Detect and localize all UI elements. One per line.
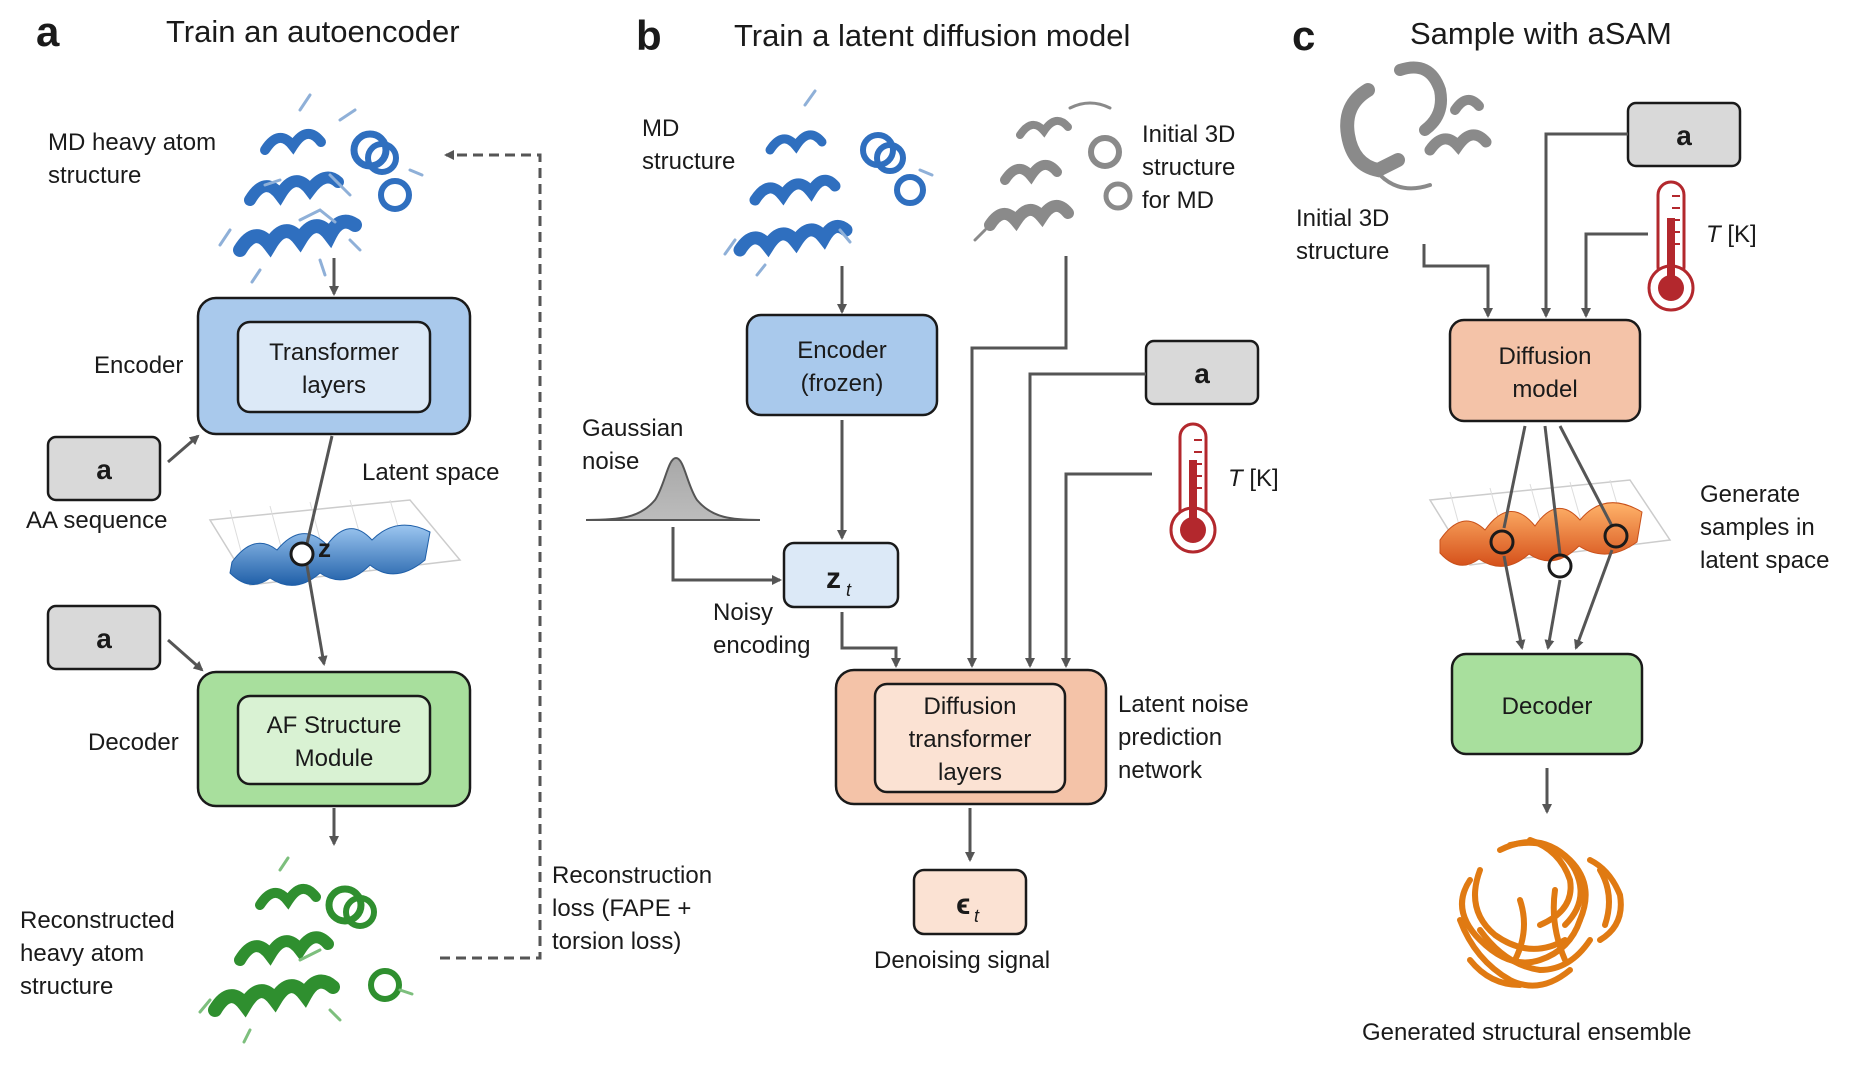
ensemble-label: Generated structural ensemble: [1362, 1019, 1692, 1046]
initial-structure-label-2: structure: [1142, 154, 1235, 181]
decoder-label: Decoder: [88, 729, 179, 756]
md-label-2: structure: [642, 148, 735, 175]
diffusion-model-label-2: model: [1512, 376, 1577, 403]
generated-ensemble-orange-image: [1457, 837, 1624, 989]
sequence-box-b-label: a: [1194, 358, 1210, 389]
decoder-sequence-box: [46, 604, 162, 671]
initial-structure-gray-image-c: [1340, 61, 1492, 191]
initial-structure-gray-image-b: [973, 101, 1133, 242]
panel-b-letter: b: [636, 12, 662, 59]
generate-label-2: samples in: [1700, 514, 1815, 541]
encoder-inner-label-1: Transformer: [269, 339, 399, 366]
noisy-latent-subscript: t: [846, 580, 852, 600]
noisy-encoding-label-2: encoding: [713, 632, 810, 659]
frozen-encoder-box: [745, 313, 939, 417]
denoising-signal-label: Denoising signal: [874, 947, 1050, 974]
reconstructed-protein-green-image: [198, 856, 414, 1044]
panel-a: a Train an autoencoder MD heavy atom str…: [20, 8, 712, 1044]
reconstructed-label-2: heavy atom: [20, 940, 144, 967]
gaussian-noise-curve: [585, 456, 761, 521]
initial-structure-c-label-1: Initial 3D: [1296, 205, 1389, 232]
temperature-label-b: T [K]: [1228, 465, 1279, 492]
md-structure-label-2: structure: [48, 162, 141, 189]
latent-sample-3: [1603, 523, 1629, 549]
encoder-label: Encoder: [94, 352, 183, 379]
loss-label-1: Reconstruction: [552, 862, 712, 889]
panel-b-title: Train a latent diffusion model: [734, 18, 1130, 53]
initial-structure-label-3: for MD: [1142, 187, 1214, 214]
diffusion-transformer-label-1: Diffusion: [924, 693, 1017, 720]
latent-sample-2: [1547, 553, 1573, 579]
latent-space-label: Latent space: [362, 459, 499, 486]
noise-network-label-2: prediction: [1118, 724, 1222, 751]
panel-a-letter: a: [36, 8, 60, 55]
z-label: z: [318, 533, 331, 563]
latent-space-surface-orange: [1428, 479, 1672, 567]
decoder-box-c: [1450, 652, 1644, 756]
temperature-label-c: T [K]: [1706, 221, 1757, 248]
reconstructed-label-3: structure: [20, 973, 113, 1000]
aa-sequence-label: AA sequence: [26, 507, 167, 534]
diffusion-transformer-inner-box: [873, 682, 1067, 794]
latent-space-surface-blue: [208, 499, 462, 586]
diffusion-model-box: [1448, 318, 1642, 423]
thermometer-icon-c: [1647, 180, 1695, 312]
sequence-box: [46, 435, 162, 502]
panel-c: c Sample with aSAM Initial 3D structure …: [1292, 12, 1829, 1046]
reconstructed-label-1: Reconstructed: [20, 907, 175, 934]
encoder-inner-box: [236, 320, 432, 414]
reconstruction-loss-loop: [440, 150, 542, 960]
epsilon-subscript: t: [974, 906, 980, 926]
noise-network-label-3: network: [1118, 757, 1203, 784]
encoder-inner-label-2: layers: [302, 372, 366, 399]
gaussian-noise-label-1: Gaussian: [582, 415, 683, 442]
generate-label-1: Generate: [1700, 481, 1800, 508]
frozen-encoder-label-1: Encoder: [797, 337, 886, 364]
sequence-box-label: a: [96, 454, 112, 485]
initial-structure-c-label-2: structure: [1296, 238, 1389, 265]
md-label: MD: [642, 115, 679, 142]
panel-b: b Train a latent diffusion model MD stru…: [582, 12, 1279, 974]
decoder-inner-label-1: AF Structure: [267, 712, 402, 739]
generate-label-3: latent space: [1700, 547, 1829, 574]
diffusion-transformer-label-2: transformer: [909, 726, 1032, 753]
epsilon-label: ϵ: [956, 888, 970, 921]
denoising-signal-box: [912, 868, 1028, 936]
noise-network-label-1: Latent noise: [1118, 691, 1249, 718]
decoder-inner-box: [236, 694, 432, 786]
latent-sample-1: [1489, 529, 1515, 555]
frozen-encoder-label-2: (frozen): [801, 370, 884, 397]
decoder-c-label: Decoder: [1502, 693, 1593, 720]
panel-a-title: Train an autoencoder: [166, 14, 460, 49]
initial-structure-label-1: Initial 3D: [1142, 121, 1235, 148]
noisy-latent-box: [782, 541, 900, 609]
panel-c-letter: c: [1292, 12, 1315, 59]
md-structure-label: MD heavy atom: [48, 129, 216, 156]
loss-label-3: torsion loss): [552, 928, 681, 955]
gaussian-noise-label-2: noise: [582, 448, 639, 475]
decoder-inner-label-2: Module: [295, 745, 374, 772]
panel-c-title: Sample with aSAM: [1410, 16, 1672, 51]
md-protein-blue-image: [218, 93, 424, 284]
noisy-latent-label: z: [826, 562, 841, 595]
md-protein-blue-image-b: [723, 89, 934, 277]
diffusion-transformer-label-3: layers: [938, 759, 1002, 786]
decoder-sequence-box-label: a: [96, 623, 112, 654]
latent-point-z: [289, 541, 315, 567]
loss-label-2: loss (FAPE +: [552, 895, 691, 922]
diffusion-model-label-1: Diffusion: [1499, 343, 1592, 370]
noisy-encoding-label-1: Noisy: [713, 599, 773, 626]
sequence-box-c-label: a: [1676, 120, 1692, 151]
thermometer-icon: [1169, 422, 1217, 554]
